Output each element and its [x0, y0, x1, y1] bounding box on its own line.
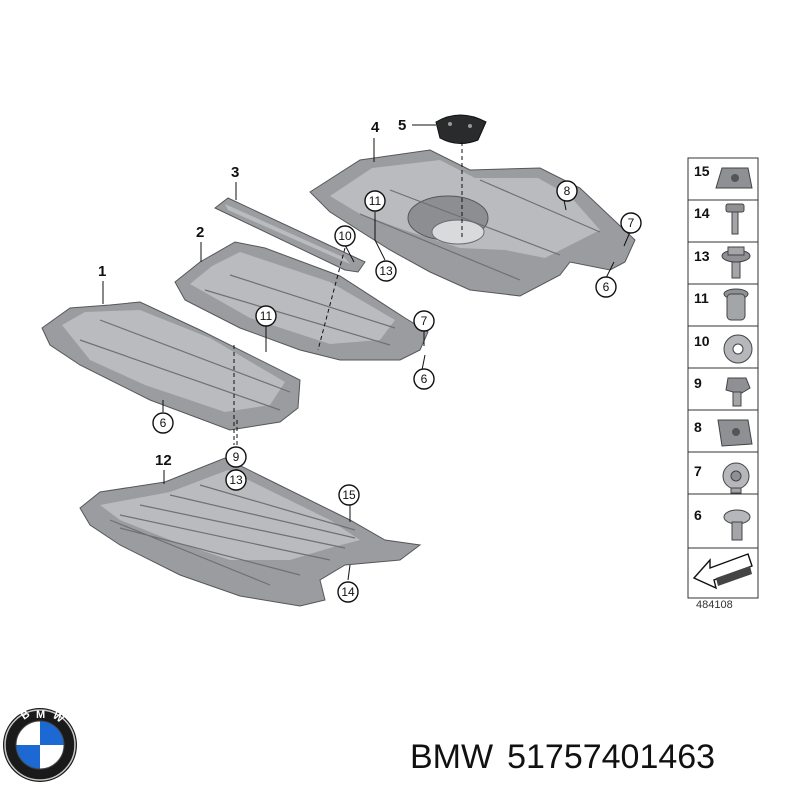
svg-text:11: 11: [369, 194, 382, 208]
part-label-2: 2: [196, 224, 204, 241]
callout-15: 15: [338, 484, 360, 506]
callout-6a: 6: [595, 276, 617, 298]
svg-text:8: 8: [564, 184, 571, 198]
svg-text:6: 6: [603, 280, 610, 294]
part-label-3: 3: [231, 164, 239, 181]
svg-text:7: 7: [421, 314, 428, 328]
diagram-number: 484108: [696, 599, 733, 611]
fastener-legend: 15 14 13 11 10 9: [687, 157, 759, 611]
callout-9: 9: [225, 446, 247, 468]
callout-11a: 11: [364, 190, 386, 212]
svg-text:7: 7: [628, 216, 635, 230]
svg-text:7: 7: [694, 463, 702, 479]
svg-text:15: 15: [694, 163, 710, 179]
callout-8: 8: [556, 180, 578, 202]
legend-item-7: 7: [694, 462, 750, 494]
callout-6c: 6: [152, 412, 174, 434]
svg-text:15: 15: [342, 488, 356, 502]
callout-7a: 7: [620, 212, 642, 234]
callout-13a: 13: [375, 260, 397, 282]
direction-arrow-icon: [692, 553, 753, 590]
svg-text:M: M: [36, 709, 45, 721]
panel-1: [41, 301, 301, 431]
panel-4: [309, 149, 636, 297]
svg-text:9: 9: [233, 450, 240, 464]
svg-text:13: 13: [229, 473, 243, 487]
leader-lines: [102, 124, 631, 581]
svg-text:14: 14: [341, 585, 355, 599]
part-5-pad: [435, 114, 487, 144]
svg-text:6: 6: [421, 372, 428, 386]
legend-item-9: 9: [694, 375, 751, 407]
svg-text:10: 10: [338, 229, 352, 243]
hex-bolt-icon: [725, 377, 751, 395]
bolt-icon: [725, 203, 745, 213]
svg-text:10: 10: [694, 333, 710, 349]
callout-6b: 6: [413, 368, 435, 390]
part-number: 51757401463: [507, 738, 716, 776]
svg-text:13: 13: [379, 264, 393, 278]
legend-item-10: 10: [694, 333, 753, 364]
legend-item-11: 11: [694, 288, 749, 321]
legend-item-8: 8: [694, 419, 753, 447]
panel-3: [214, 197, 366, 273]
svg-text:11: 11: [260, 309, 273, 323]
svg-text:6: 6: [160, 416, 167, 430]
callout-10: 10: [334, 225, 356, 247]
brand-name: BMW: [410, 738, 494, 776]
footer-part-number: BMW 51757401463: [410, 738, 729, 777]
part-label-5: 5: [398, 117, 406, 134]
part-label-12: 12: [155, 452, 172, 469]
part-labels: 4 5 3 2 1 12: [98, 117, 406, 469]
legend-item-14: 14: [694, 203, 745, 235]
callout-14: 14: [337, 581, 359, 603]
legend-item-6: 6: [694, 507, 751, 541]
legend-item-15: 15: [694, 163, 753, 189]
callout-7b: 7: [413, 310, 435, 332]
bmw-logo: B M W: [3, 708, 77, 782]
svg-text:6: 6: [694, 507, 702, 523]
svg-text:9: 9: [694, 375, 702, 391]
callout-13b: 13: [225, 469, 247, 491]
svg-text:8: 8: [694, 419, 702, 435]
panel-2: [174, 241, 429, 361]
part-label-1: 1: [98, 263, 106, 280]
part-label-4: 4: [371, 119, 380, 136]
svg-text:14: 14: [694, 205, 710, 221]
legend-item-13: 13: [694, 246, 751, 279]
svg-text:13: 13: [694, 248, 710, 264]
svg-text:11: 11: [694, 290, 709, 306]
callout-11b: 11: [255, 305, 277, 327]
panel-12: [79, 457, 422, 607]
